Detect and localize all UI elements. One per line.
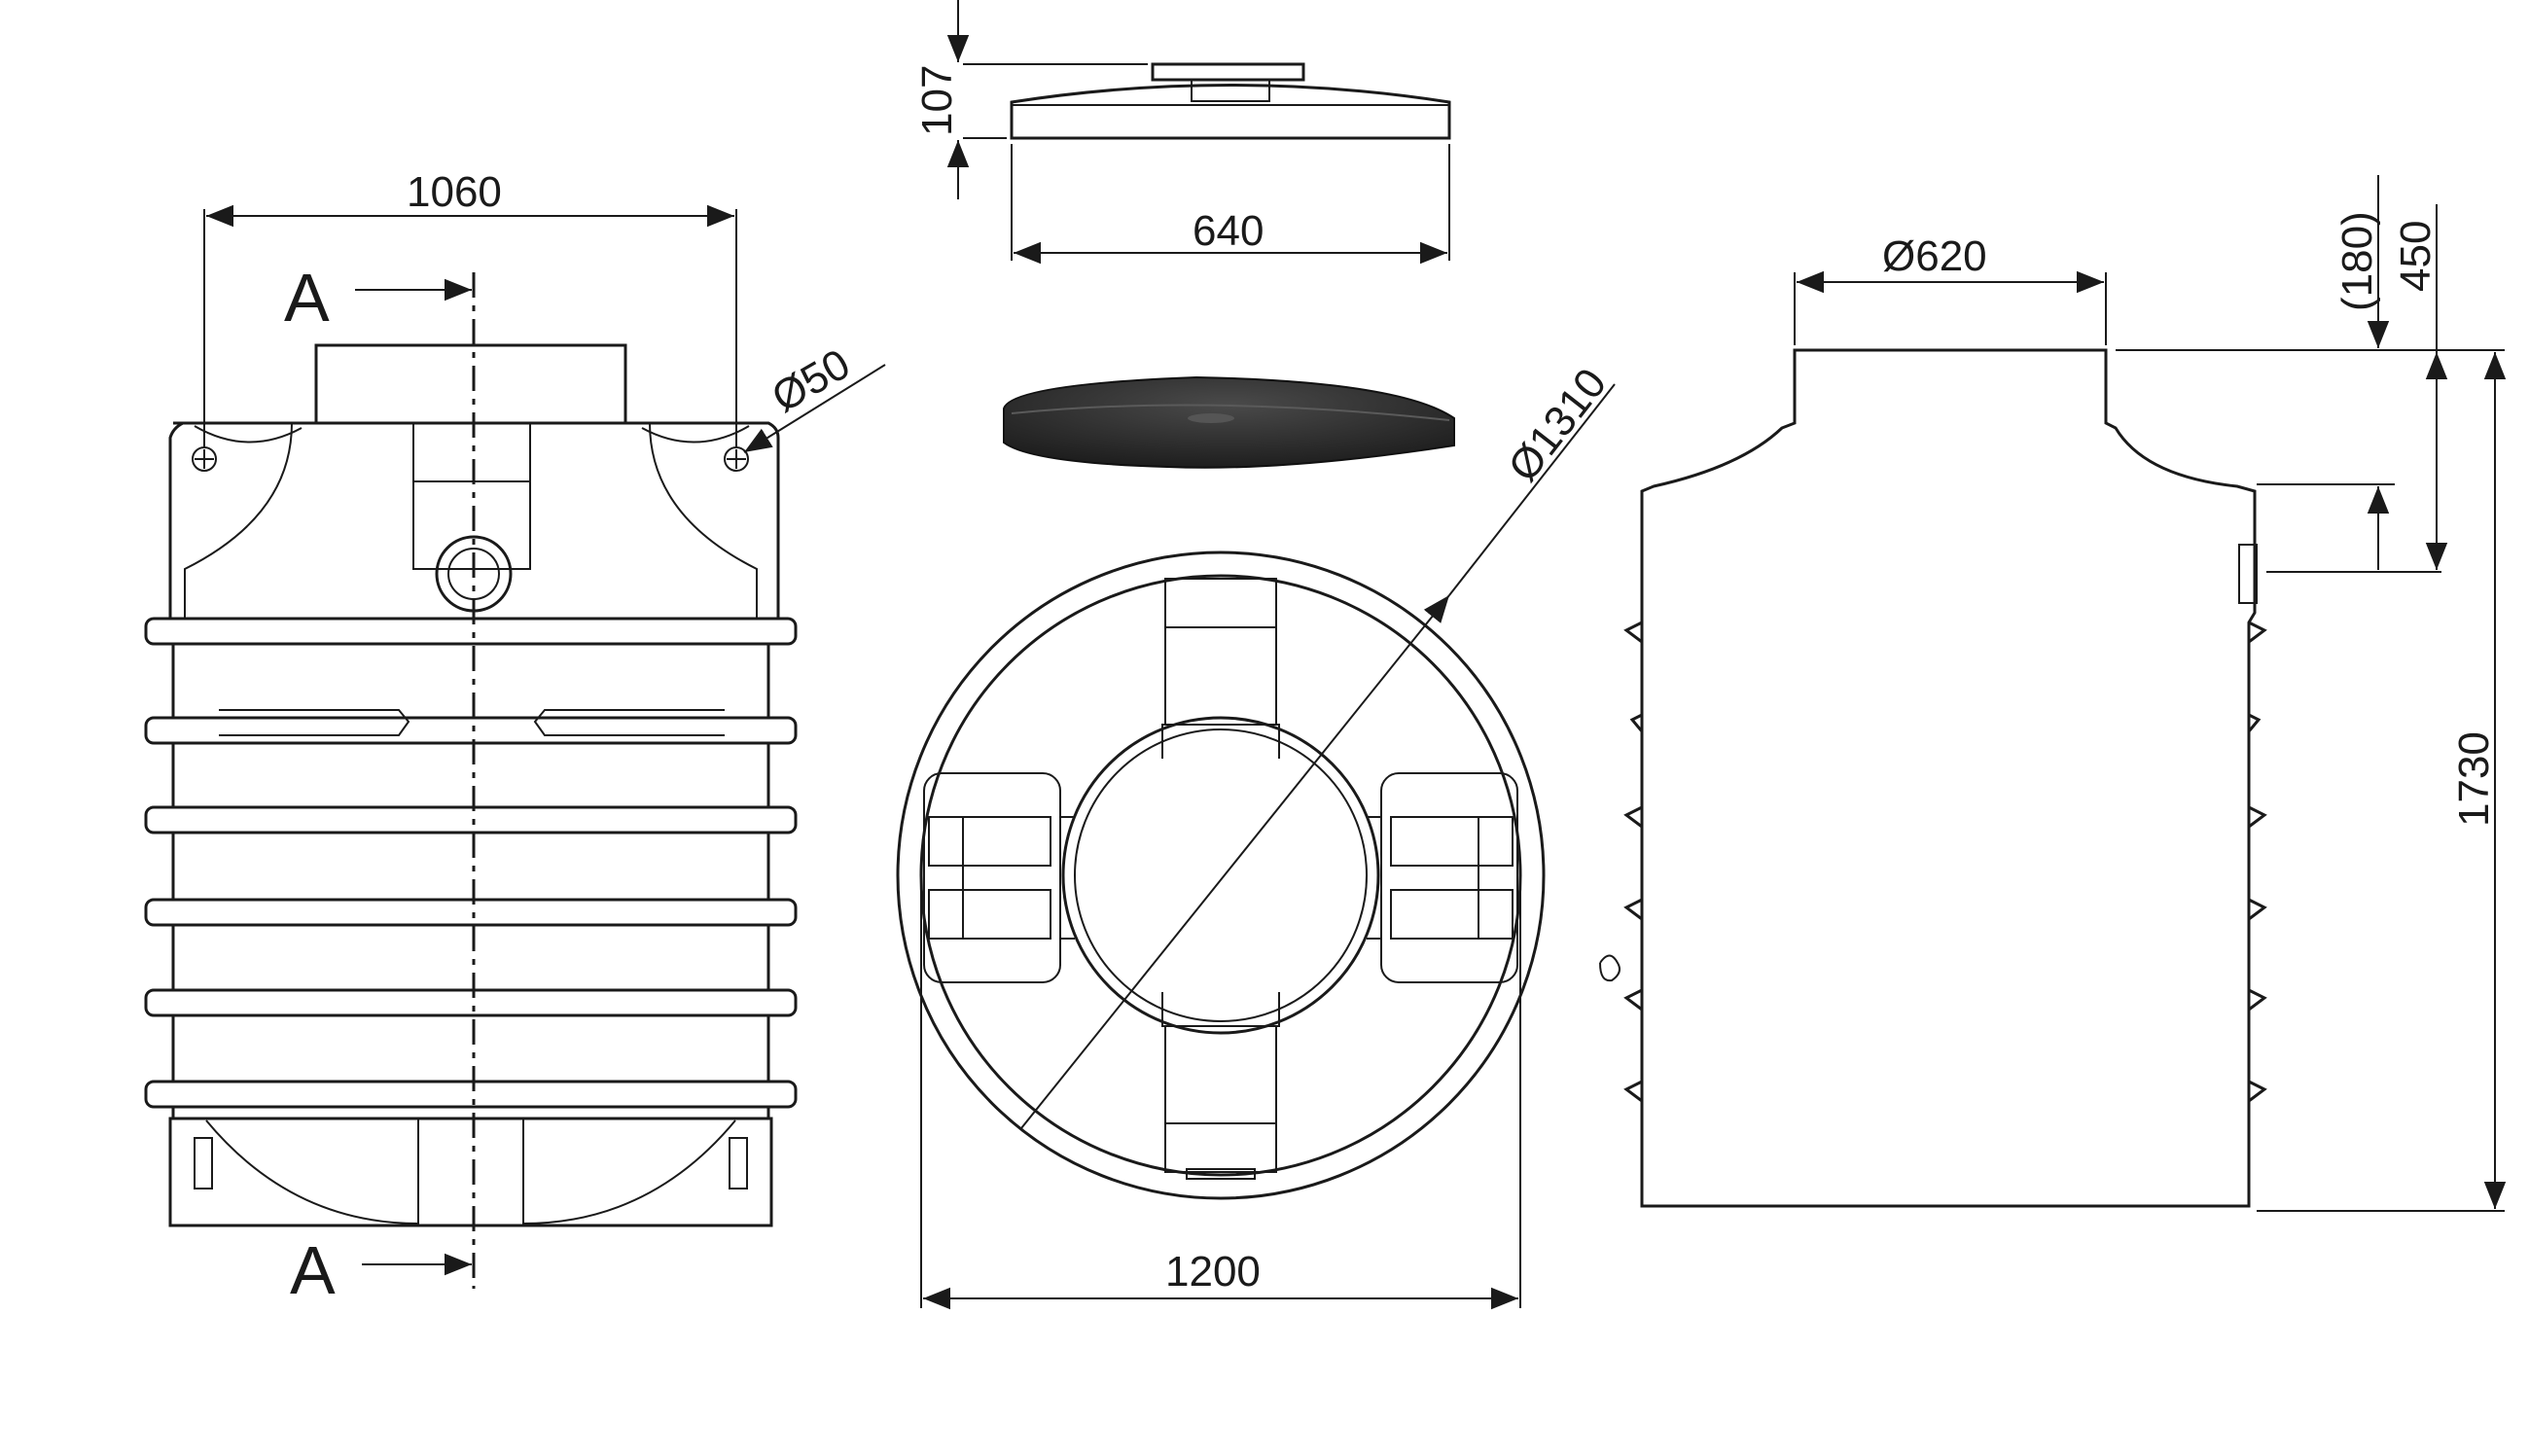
dim-dia-1310: Ø1310 xyxy=(1499,360,1616,490)
dim-1060: 1060 xyxy=(407,168,502,216)
dim-1730: 1730 xyxy=(2450,731,2498,827)
front-view: A A 1060 Ø50 xyxy=(144,168,886,1308)
dim-450: 450 xyxy=(2392,221,2440,292)
dim-640: 640 xyxy=(1193,207,1264,255)
front-body xyxy=(171,621,770,1120)
neck-ring xyxy=(1061,716,1380,1035)
section-view: Ø620 (180) 450 1730 xyxy=(1599,175,2507,1212)
ribs xyxy=(144,617,798,1109)
outer-rim xyxy=(896,550,1546,1200)
top-view: Ø1310 1200 xyxy=(896,360,1616,1310)
lid-image xyxy=(1003,375,1455,469)
dim-107: 107 xyxy=(913,65,961,136)
front-neck xyxy=(314,343,627,425)
dim-dia-620: Ø620 xyxy=(1882,232,1987,280)
lid-3d-view xyxy=(1003,375,1455,469)
dim-180: (180) xyxy=(2333,211,2381,311)
section-marker-bottom: A xyxy=(290,1232,336,1308)
dim-dia-50: Ø50 xyxy=(765,340,859,422)
lid-side-view: 107 640 xyxy=(913,0,1451,265)
section-outline xyxy=(1640,348,2257,1208)
section-marker-top: A xyxy=(284,260,330,336)
dim-1200: 1200 xyxy=(1165,1248,1261,1296)
